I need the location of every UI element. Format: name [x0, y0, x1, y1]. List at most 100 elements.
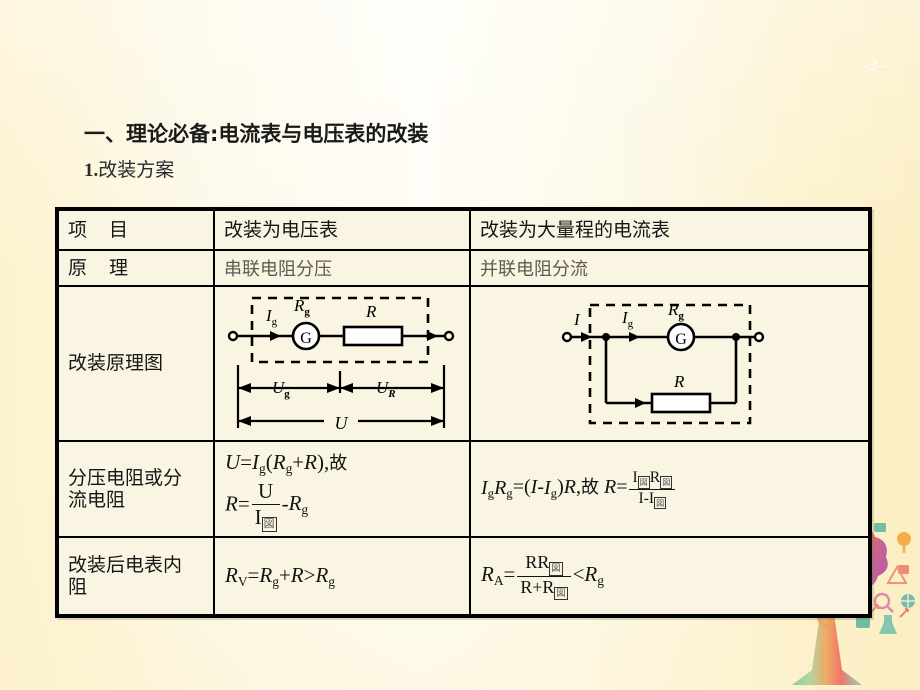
ra-num-r1: R	[525, 551, 538, 572]
voltmeter-circuit-diagram: G Ig Rg R	[227, 296, 455, 433]
label-ur: UR	[376, 378, 396, 400]
fa-den-i2: I	[648, 489, 655, 507]
conversion-comparison-table: 项目 改装为电压表 改装为大量程的电流表 原理 串联电阻分压	[55, 207, 872, 618]
missing-glyph-box: 図	[549, 562, 563, 576]
f-eq: =	[240, 449, 253, 474]
principle-label-prefix: 原	[68, 256, 88, 279]
ra-eq: =	[503, 561, 516, 586]
rv-r-sub: V	[237, 574, 248, 590]
rv-formula: RV=Rg+R>Rg	[215, 556, 469, 595]
f2-rg: Rg	[288, 491, 309, 518]
fa-den-minus: -	[643, 489, 649, 507]
header-item-prefix: 项	[68, 218, 88, 241]
ra-rg: Rg	[584, 561, 604, 588]
ammeter-circuit-diagram: G I Ig Rg R	[561, 300, 764, 424]
fa-num-i: I	[632, 469, 638, 487]
f2-rg-base: R	[288, 491, 302, 516]
page-title: 一、理论必备:电流表与电压表的改装	[84, 122, 429, 146]
f2-r: R	[225, 491, 238, 516]
fa-den-i: I	[638, 489, 644, 507]
fa-res: R	[603, 476, 617, 499]
ra-r-sub: A	[493, 572, 504, 588]
header-voltmeter-text: 改装为电压表	[224, 218, 339, 241]
f-r1: Rg	[272, 449, 293, 476]
missing-glyph-box: 図	[654, 496, 667, 509]
rv-rg2-base: R	[315, 563, 329, 588]
f2-num: U	[258, 478, 274, 503]
ra-r: RA	[481, 561, 504, 588]
missing-glyph-box: 図	[261, 517, 277, 533]
header-cell-item: 项目	[55, 207, 215, 251]
header-item-suffix: 目	[109, 218, 129, 241]
table-header-row: 项目 改装为电压表 改装为大量程的电流表	[55, 207, 872, 251]
rv-eq: =	[247, 563, 260, 588]
principle-voltmeter-text: 串联电阻分压	[224, 259, 332, 280]
fa-open: (	[523, 476, 531, 499]
row-label-resistor: 分压电阻或分流电阻	[55, 440, 215, 538]
fa-I: I	[530, 476, 538, 499]
rv-rg-sub: g	[272, 574, 279, 590]
label-i-total: I	[573, 310, 581, 329]
table-row-principle: 原理 串联电阻分压 并联电阻分流	[55, 249, 872, 287]
row-label-schematic: 改装原理图	[55, 285, 215, 442]
f-r2: R	[304, 449, 317, 474]
label-ig-branch: Ig	[621, 308, 634, 330]
fa-eq2: =	[616, 476, 628, 499]
f-gu: 故	[329, 452, 348, 474]
rv-rg2: Rg	[315, 563, 335, 589]
f-r1-base: R	[272, 449, 286, 474]
ra-lt: <	[572, 561, 585, 586]
fa-num-r: R	[649, 469, 661, 487]
f2-den-base: I	[254, 504, 262, 529]
fa-ig2-sub: g	[550, 486, 558, 501]
f-close: )	[316, 449, 324, 474]
fa-ig2: Ig	[544, 476, 558, 501]
label-u-total: U	[335, 413, 349, 433]
principle-ammeter-text: 并联电阻分流	[480, 259, 588, 280]
section-number: 1.	[84, 160, 99, 181]
fa-r-sub: g	[506, 486, 513, 501]
missing-glyph-box: 図	[637, 476, 650, 489]
rv-gt: >	[303, 563, 316, 588]
fa-comma: ,	[575, 476, 581, 499]
page-number: –2–	[862, 58, 886, 74]
fa-ig2-base: I	[544, 476, 551, 499]
resistor-label-text: 分压电阻或分流电阻	[68, 466, 183, 511]
header-cell-ammeter: 改装为大量程的电流表	[469, 207, 872, 251]
f-open: (	[265, 449, 273, 474]
ra-den-plus: +	[532, 576, 543, 597]
f-i-sub: g	[259, 460, 266, 476]
rv-plus: +	[278, 563, 291, 588]
section-subtitle-text: 改装方案	[98, 159, 175, 181]
row-label-internal-resistance: 改装后电表内阻	[55, 536, 215, 618]
f-i-base: I	[252, 449, 260, 474]
rv-r-base: R	[225, 563, 238, 588]
f2-eq: =	[237, 491, 250, 516]
ra-rg-base: R	[584, 561, 598, 586]
section-subtitle: 1.改装方案	[84, 155, 174, 182]
f-u: U	[225, 449, 241, 474]
galvanometer-symbol: G	[675, 331, 687, 348]
rv-rr: R	[290, 563, 304, 588]
ra-r-base: R	[481, 561, 494, 586]
fa-i-sub: g	[487, 486, 495, 501]
ra-rg-sub: g	[597, 572, 604, 588]
label-ig: Ig	[265, 306, 278, 328]
label-r: R	[365, 302, 377, 321]
galvanometer-symbol: G	[300, 330, 312, 347]
label-ug: Ug	[272, 378, 290, 400]
missing-glyph-box: 図	[554, 586, 568, 601]
f2-rg-sub: g	[301, 502, 309, 518]
principle-label-suffix: 理	[109, 256, 129, 279]
